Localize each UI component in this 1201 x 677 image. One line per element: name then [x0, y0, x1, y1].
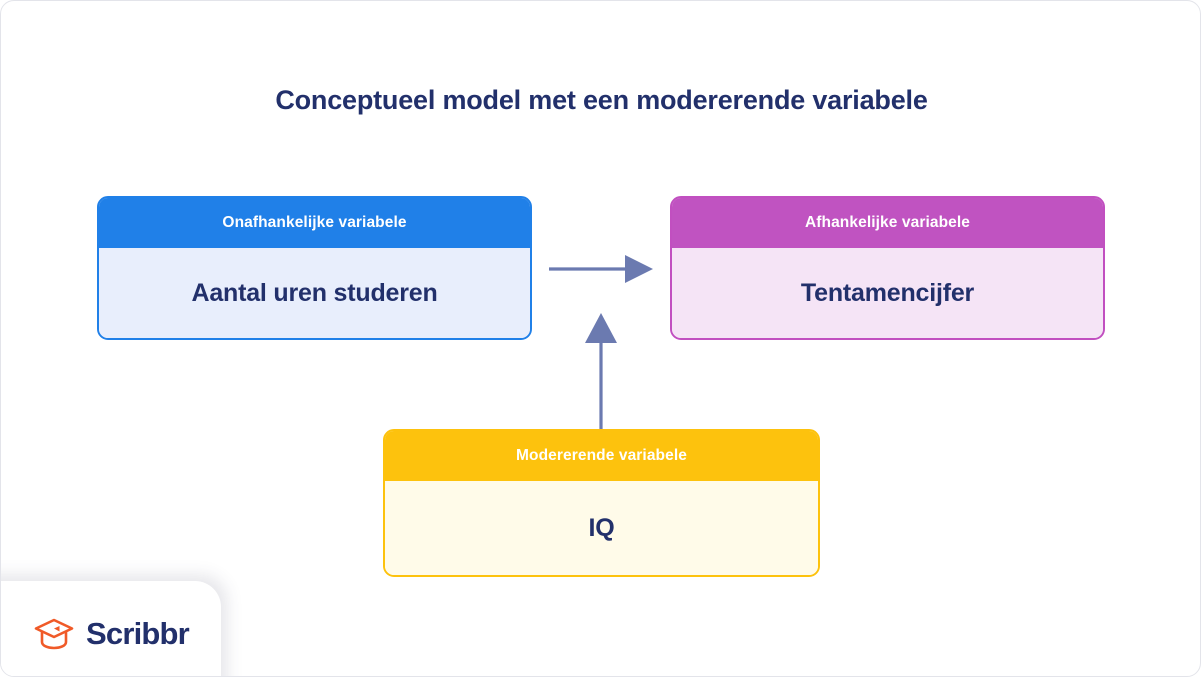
dependent-variable-value: Tentamencijfer	[672, 248, 1103, 338]
arrow-up-icon	[585, 313, 617, 429]
brand-wordmark: Scribbr	[86, 616, 190, 651]
dependent-variable-box: Afhankelijke variabele Tentamencijfer	[670, 196, 1105, 340]
moderating-variable-box: Modererende variabele IQ	[383, 429, 820, 577]
moderating-variable-value: IQ	[385, 481, 818, 575]
dependent-variable-header: Afhankelijke variabele	[672, 198, 1103, 248]
arrow-right-icon	[549, 255, 653, 283]
independent-variable-value: Aantal uren studeren	[99, 248, 530, 338]
brand-logo: Scribbr	[33, 616, 190, 652]
graduation-cap-icon	[34, 618, 74, 650]
arrow-right-head	[625, 255, 653, 283]
arrow-up-head	[585, 313, 617, 343]
independent-variable-box: Onafhankelijke variabele Aantal uren stu…	[97, 196, 532, 340]
page-title: Conceptueel model met een modererende va…	[275, 85, 928, 115]
moderating-variable-header: Modererende variabele	[385, 431, 818, 481]
independent-variable-header: Onafhankelijke variabele	[99, 198, 530, 248]
